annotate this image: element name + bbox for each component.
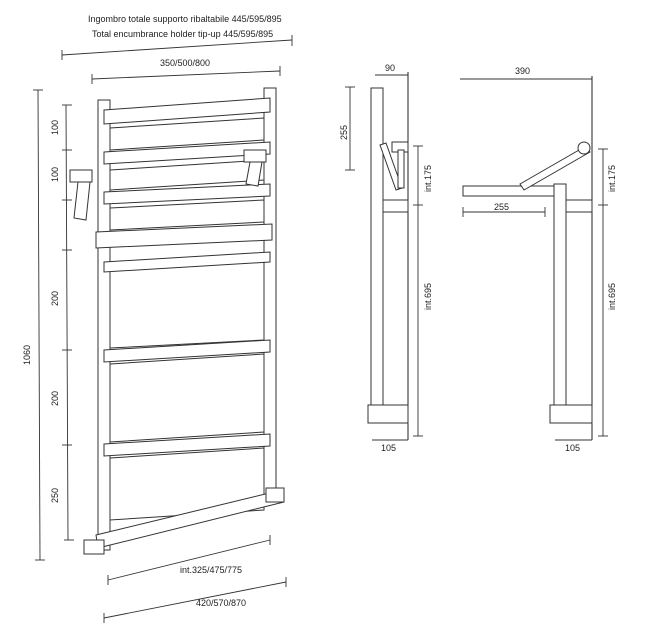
dim-top-width-label: 350/500/800 [160, 58, 210, 68]
dim-height-1: 100 [50, 120, 60, 135]
dim-height-5: 250 [50, 488, 60, 503]
dim-height-4: 200 [50, 391, 60, 406]
side-view-open [460, 76, 608, 441]
open-inner-main-label: int.695 [607, 283, 617, 310]
closed-inner-main-label: int.695 [423, 283, 433, 310]
closed-depth-label: 90 [385, 63, 395, 73]
closed-inner-top-label: int.175 [423, 165, 433, 192]
open-depth-label: 390 [515, 66, 530, 76]
dim-height-2: 100 [50, 167, 60, 182]
open-inner-top-label: int.175 [607, 165, 617, 192]
dim-inner-width: int.325/475/775 [180, 565, 242, 575]
closed-holder-height-label: 255 [339, 125, 349, 140]
bottom-dimensions [103, 535, 287, 623]
side-view-closed [345, 72, 423, 441]
title-italian: Ingombro totale supporto ribaltabile 445… [88, 14, 282, 24]
dimension-top-width [91, 66, 281, 84]
title-english: Total encumbrance holder tip-up 445/595/… [92, 29, 273, 39]
open-holder-length-label: 255 [494, 202, 509, 212]
open-bottom-depth-label: 105 [565, 443, 580, 453]
left-height-dimensions [33, 89, 74, 561]
front-view-radiator [69, 87, 285, 555]
dim-bottom-width: 420/570/870 [196, 598, 246, 608]
closed-bottom-depth-label: 105 [381, 443, 396, 453]
dimension-total-width [61, 35, 293, 60]
dim-height-3: 200 [50, 291, 60, 306]
dim-total-height: 1060 [22, 345, 32, 365]
